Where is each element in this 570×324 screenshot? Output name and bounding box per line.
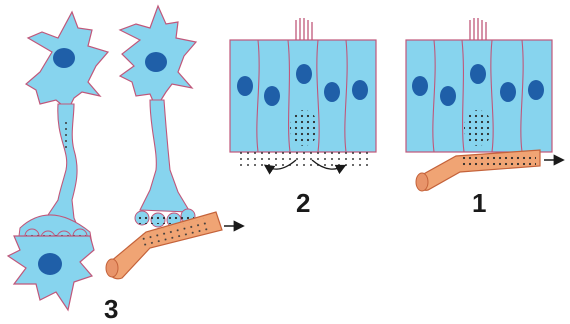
nucleus [145, 52, 167, 72]
panel-label-3: 3 [104, 296, 118, 322]
panel-3-neuron-pair [8, 12, 108, 310]
axon-upper-right [140, 100, 190, 212]
nucleus [53, 48, 75, 68]
axon-granules [60, 118, 70, 148]
panel-label-1: 1 [472, 190, 486, 216]
apical-cilia [470, 18, 486, 40]
nucleus [38, 253, 62, 275]
secretory-granules [290, 110, 318, 146]
panel-label-2: 2 [296, 190, 310, 216]
secretory-granules [464, 110, 492, 146]
panel-1-epithelium [406, 18, 562, 191]
apical-cilia [296, 18, 312, 40]
panel-2-epithelium [230, 18, 376, 169]
panel-3-neuron-vessel [106, 6, 242, 279]
